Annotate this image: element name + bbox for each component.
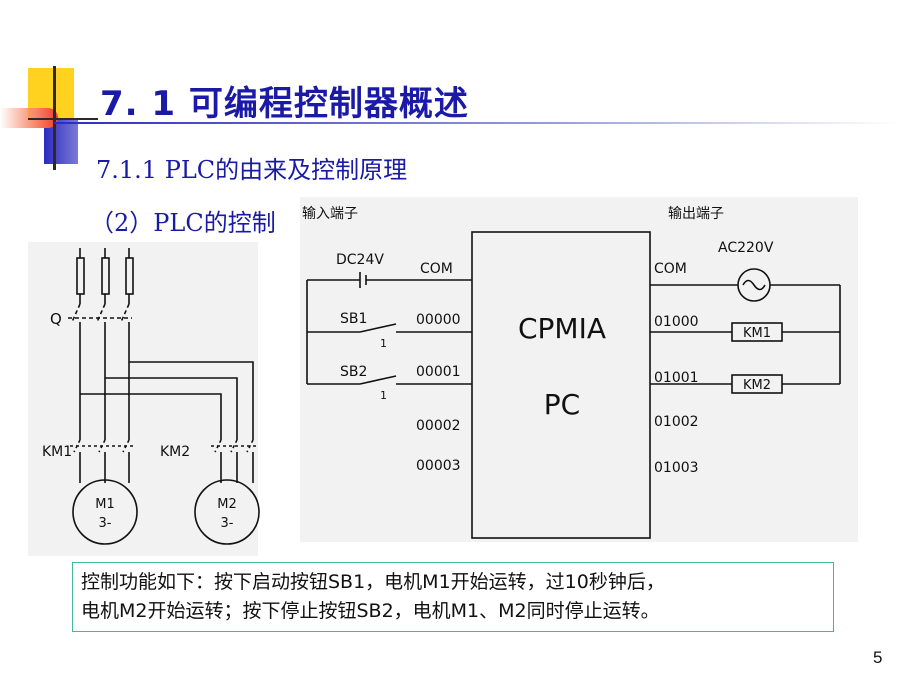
km1-coil-label: KM1	[743, 326, 771, 341]
sb2-contact-mark: 1	[380, 389, 387, 402]
fuse-1	[76, 257, 85, 295]
page-number: 5	[873, 648, 883, 667]
page-title: 7. 1 可编程控制器概述	[100, 84, 469, 124]
sb1-label: SB1	[340, 311, 367, 327]
control-description-line-2: 电机M2开始运转；按下停止按钮SB2，电机M1、M2同时停止运转。	[81, 600, 660, 622]
section-heading: （2）PLC的控制	[90, 209, 276, 237]
output-terminal-01000: 01000	[654, 314, 699, 330]
dc-supply-label: DC24V	[336, 252, 384, 268]
switch-q-contacts	[68, 303, 132, 323]
motor-m2-type: 3-	[221, 516, 234, 531]
output-terminal-01001: 01001	[654, 370, 699, 386]
sb1-contact	[359, 323, 397, 333]
input-terminal-00001: 00001	[416, 364, 461, 380]
motor-m1-type: 3-	[99, 516, 112, 531]
control-description-line-1: 控制功能如下：按下启动按钮SB1，电机M1开始运转，过10秒钟后，	[81, 571, 665, 593]
km2-label: KM2	[160, 444, 190, 460]
km1-contacts	[70, 439, 134, 453]
input-terminal-00003: 00003	[416, 458, 461, 474]
plc-unit	[471, 231, 651, 539]
output-terminal-01002: 01002	[654, 414, 699, 430]
motor-m1-name: M1	[95, 497, 115, 512]
sb2-label: SB2	[340, 364, 367, 380]
switch-q-label: Q	[50, 310, 62, 328]
subsection-heading: 7.1.1 PLC的由来及控制原理	[96, 156, 408, 184]
ac-supply-label: AC220V	[718, 240, 774, 256]
output-com-label: COM	[654, 261, 687, 277]
plc-wiring: 输入端子 输出端子 CPMIA PC DC24V COM SB1 1 00000…	[302, 206, 841, 539]
sb1-contact-mark: 1	[380, 337, 387, 350]
motor-m2-name: M2	[217, 497, 237, 512]
km2-contacts	[211, 439, 257, 453]
title-underline	[54, 122, 900, 124]
fuse-3	[125, 257, 134, 295]
input-com-label: COM	[420, 261, 453, 277]
motor-main-circuit: Q KM1 KM2	[42, 248, 260, 545]
input-terminal-00000: 00000	[416, 312, 461, 328]
km1-label: KM1	[42, 444, 72, 460]
plc-wiring-panel	[300, 197, 858, 542]
fuse-2	[101, 257, 110, 295]
plc-type-label: PC	[544, 388, 580, 421]
corner-horizontal-line	[28, 118, 98, 120]
input-terminal-00002: 00002	[416, 418, 461, 434]
control-description-box: 控制功能如下：按下启动按钮SB1，电机M1开始运转，过10秒钟后， 电机M2开始…	[72, 562, 834, 632]
sb2-contact	[359, 375, 397, 385]
input-terminal-header: 输入端子	[302, 206, 358, 222]
motor-circuit-panel	[28, 242, 258, 556]
output-terminal-header: 输出端子	[668, 206, 724, 222]
km2-coil-label: KM2	[743, 378, 771, 393]
plc-model-label: CPMIA	[518, 312, 606, 345]
motor-m1	[72, 479, 138, 545]
motor-m2	[194, 479, 260, 545]
output-terminal-01003: 01003	[654, 460, 699, 476]
